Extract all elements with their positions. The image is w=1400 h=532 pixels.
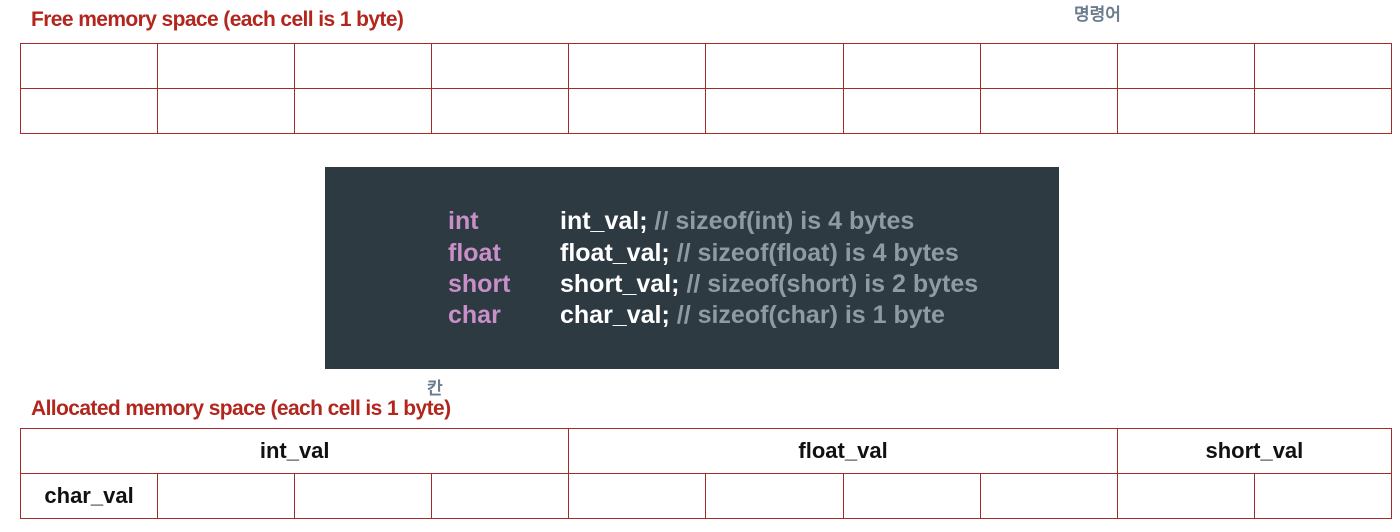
memory-cell (979, 88, 1118, 134)
code-comment: // sizeof(int) is 4 bytes (654, 207, 915, 235)
memory-cell (19, 43, 159, 89)
allocated-cell-char-val: char_val (19, 473, 159, 519)
memory-cell (19, 88, 159, 134)
code-panel: int int_val; // sizeof(int) is 4 bytes f… (325, 167, 1059, 369)
allocated-cell-short-val: short_val (1116, 428, 1393, 474)
small-label: 칸 (427, 379, 443, 399)
code-declaration: int_val; // sizeof(int) is 4 bytes (560, 206, 914, 237)
free-memory-grid (19, 43, 1393, 134)
memory-cell (431, 473, 570, 519)
memory-cell (705, 88, 844, 134)
memory-cell (1116, 88, 1255, 134)
free-memory-title: Free memory space (each cell is 1 byte) (31, 8, 404, 31)
memory-cell (431, 43, 570, 89)
code-variable: int_val; (560, 207, 648, 235)
code-declaration: float_val; // sizeof(float) is 4 bytes (560, 238, 959, 269)
memory-cell (1253, 43, 1393, 89)
memory-cell (568, 43, 707, 89)
memory-cell (568, 88, 707, 134)
memory-cell (431, 88, 570, 134)
memory-cell (157, 473, 296, 519)
memory-cell (568, 473, 707, 519)
allocated-cell-int-val: int_val (19, 428, 570, 474)
memory-cell (1253, 88, 1393, 134)
memory-cell (1116, 43, 1255, 89)
memory-cell (294, 88, 433, 134)
memory-cell (157, 43, 296, 89)
allocated-cell-float-val: float_val (568, 428, 1118, 474)
memory-cell (1253, 473, 1393, 519)
code-type: float (448, 239, 501, 267)
memory-cell (842, 43, 981, 89)
code-declaration: short_val; // sizeof(short) is 2 bytes (560, 269, 978, 300)
code-type: char (448, 301, 501, 329)
code-comment: // sizeof(short) is 2 bytes (686, 270, 979, 298)
memory-cell (157, 88, 296, 134)
code-variable: short_val; (560, 270, 680, 298)
free-memory-row (19, 43, 1393, 89)
code-type: int (448, 207, 479, 235)
code-variable: char_val; (560, 301, 670, 329)
code-declaration: char_val; // sizeof(char) is 1 byte (560, 300, 945, 331)
code-comment: // sizeof(float) is 4 bytes (676, 239, 959, 267)
free-memory-row (19, 88, 1393, 134)
memory-cell (294, 43, 433, 89)
memory-cell (705, 473, 844, 519)
memory-cell (979, 473, 1118, 519)
memory-cell (705, 43, 844, 89)
header-label: 명령어 (1074, 5, 1121, 25)
allocated-memory-title: Allocated memory space (each cell is 1 b… (31, 397, 451, 420)
code-variable: float_val; (560, 239, 670, 267)
allocated-memory-row: char_val (19, 473, 1393, 519)
code-type: short (448, 270, 511, 298)
memory-cell (842, 473, 981, 519)
memory-cell (1116, 473, 1255, 519)
memory-cell (294, 473, 433, 519)
memory-cell (842, 88, 981, 134)
code-comment: // sizeof(char) is 1 byte (676, 301, 945, 329)
memory-cell (979, 43, 1118, 89)
